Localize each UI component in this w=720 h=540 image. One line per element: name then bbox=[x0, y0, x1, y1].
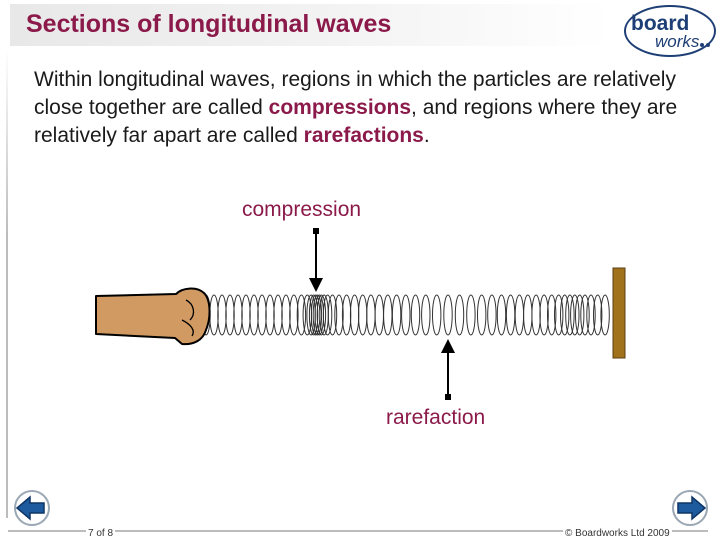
spring-coil bbox=[523, 294, 533, 336]
title-bar bbox=[10, 4, 610, 46]
spring-coil bbox=[401, 294, 411, 336]
spring-coil bbox=[443, 294, 453, 336]
spring-coil bbox=[391, 294, 402, 336]
spring-coil bbox=[217, 294, 227, 336]
spring-coil bbox=[308, 294, 319, 336]
spring-coil bbox=[273, 294, 283, 336]
spring-coil bbox=[570, 294, 580, 336]
spring-coil bbox=[265, 294, 275, 336]
spring-coil bbox=[575, 294, 585, 336]
spring-coil bbox=[312, 294, 323, 336]
spring-coil bbox=[539, 294, 549, 336]
spring-coil bbox=[358, 294, 368, 336]
spring-coil bbox=[225, 294, 235, 336]
finger-line bbox=[181, 319, 194, 337]
spring-coil bbox=[505, 294, 516, 336]
spring-coil bbox=[366, 294, 376, 336]
svg-text:works: works bbox=[655, 32, 700, 51]
spring-coil bbox=[487, 294, 497, 336]
spring-coil bbox=[466, 294, 476, 336]
spring-coil bbox=[554, 294, 564, 336]
compression-arrow-tail bbox=[313, 228, 319, 234]
compression-label: compression bbox=[242, 198, 362, 221]
spring-coil bbox=[296, 294, 307, 336]
frame-left-border bbox=[6, 48, 8, 518]
frame-bottom-border bbox=[8, 530, 708, 532]
slide-title: Sections of longitudinal waves bbox=[26, 10, 392, 38]
spring-coil bbox=[289, 294, 299, 336]
spring-coil bbox=[600, 294, 610, 336]
spring-coil bbox=[547, 294, 557, 336]
spring-coil bbox=[257, 294, 267, 336]
spring-coil bbox=[421, 294, 431, 336]
rarefaction-arrow-tail bbox=[445, 394, 451, 400]
spring-coil bbox=[316, 294, 327, 336]
compressions-term: compressions bbox=[268, 96, 412, 119]
rarefactions-term: rarefactions bbox=[303, 124, 424, 147]
spring-coil bbox=[580, 294, 590, 336]
spring-coil bbox=[241, 294, 251, 336]
spring-coil bbox=[514, 294, 525, 336]
spring-coil bbox=[249, 294, 259, 336]
spring-coil bbox=[410, 294, 421, 336]
spring-coil bbox=[281, 294, 291, 336]
spring-coils bbox=[193, 294, 610, 336]
spring-coil bbox=[531, 294, 541, 336]
spring-coil bbox=[233, 294, 243, 336]
spring-coil bbox=[593, 294, 603, 336]
spring-coil bbox=[586, 294, 596, 336]
spring-coil bbox=[322, 294, 333, 336]
hand-icon bbox=[95, 287, 211, 346]
spring-coil bbox=[374, 294, 384, 336]
wall-post bbox=[612, 267, 626, 359]
intro-paragraph: Within longitudinal waves, regions in wh… bbox=[34, 68, 678, 147]
copyright-notice: © Boardworks Ltd 2009 bbox=[563, 528, 672, 539]
spring-coil bbox=[334, 294, 344, 336]
rarefaction-label: rarefaction bbox=[386, 406, 486, 429]
spring-coil bbox=[327, 294, 338, 336]
spring-coil bbox=[383, 294, 393, 336]
finger-line bbox=[185, 299, 195, 321]
svg-text:board: board bbox=[631, 12, 689, 35]
boardworks-logo: board works bbox=[624, 5, 716, 57]
spring-coil bbox=[349, 294, 360, 336]
back-arrow-icon[interactable] bbox=[8, 488, 56, 528]
spring-coil bbox=[560, 294, 570, 336]
spring-coil bbox=[477, 294, 487, 336]
forward-arrow-icon[interactable] bbox=[666, 488, 714, 528]
spring-coil bbox=[432, 294, 442, 336]
spring-coil bbox=[209, 294, 219, 336]
spring-coil bbox=[496, 294, 507, 336]
spring-coil bbox=[454, 294, 465, 336]
spring-coil bbox=[565, 294, 575, 336]
page-number: 7 of 8 bbox=[86, 528, 116, 539]
